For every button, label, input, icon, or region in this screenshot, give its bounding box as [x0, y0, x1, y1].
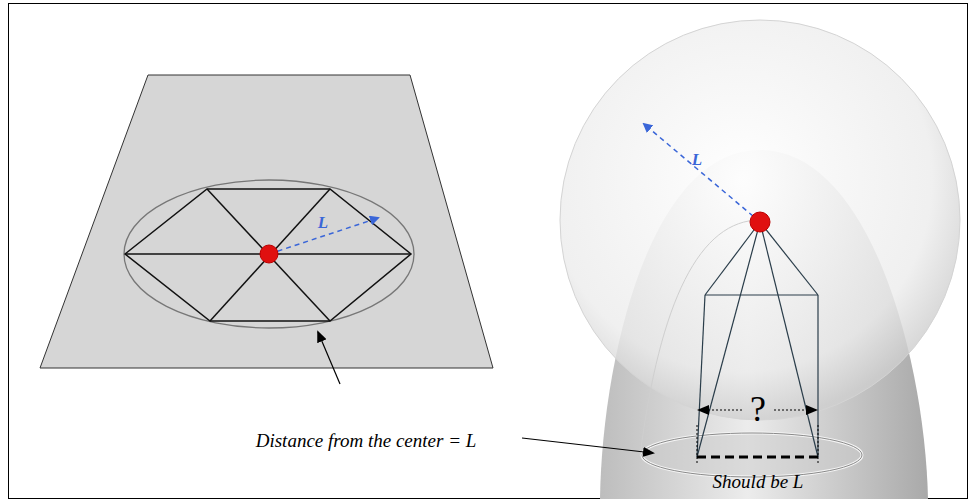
unknown-mark: ?: [750, 390, 766, 430]
length-label: L: [318, 214, 328, 233]
callout-note: Should be L: [713, 472, 804, 493]
callout-note: Distance from the center = L: [256, 431, 477, 452]
length-label: L: [692, 151, 702, 170]
